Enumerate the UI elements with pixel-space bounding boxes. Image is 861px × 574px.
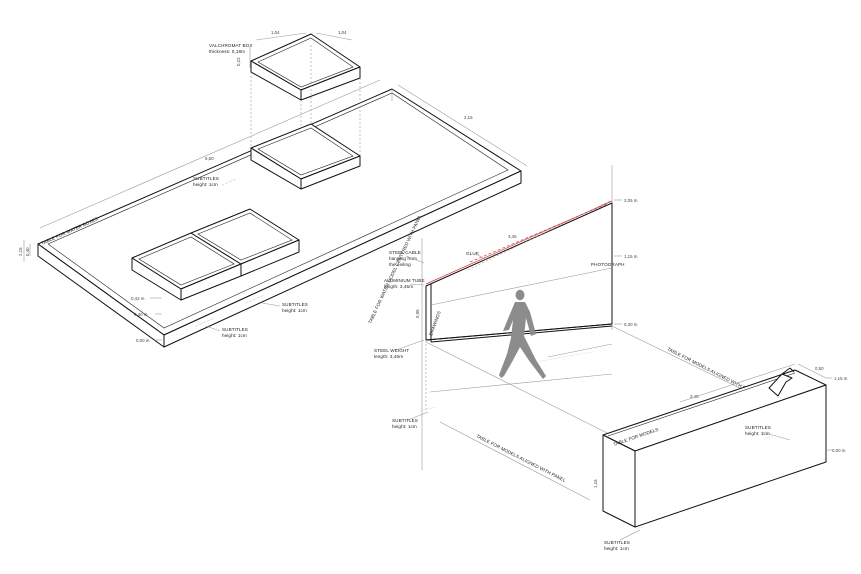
steel-weight-length-label: length: 3,45m [374, 354, 403, 359]
aluminium-tube-label: ALUMINIUM TUBE [384, 278, 425, 283]
hanging-from-label: hanging from [389, 256, 417, 261]
table-dimension-lines [23, 32, 528, 341]
subtitle-mark-1: — — — — [221, 177, 237, 187]
panel-length-dim: 3,45 [508, 234, 517, 239]
aluminium-length-label: length: 3,45m [384, 284, 413, 289]
height-label-3: height: 1cm [222, 333, 247, 338]
subtitles-label-2: SUBTITLES [282, 302, 308, 307]
dim-000-a: 0,00 m [136, 338, 150, 343]
height-label-6: height: 1cm [604, 546, 629, 551]
glue-label: GLUE [466, 251, 479, 256]
model-length-dim: 3,45 [690, 394, 699, 399]
subtitle-mark-5: - - - - - [763, 434, 773, 441]
steel-cable-label: STEEL CABLE [389, 250, 421, 255]
table-length-dim: 6,50 [205, 156, 214, 161]
the-ceiling-label: the ceiling [389, 262, 411, 267]
water-box-2 [131, 232, 242, 301]
height-label-2: height: 1cm [282, 308, 307, 313]
valchromat-box-hanging [250, 33, 361, 178]
level-115-dim-a: 1,15 m [624, 254, 638, 259]
box-width-dim: 1,04 [271, 30, 280, 35]
model-height-dim: 1,15 [593, 479, 598, 488]
panel-height-dim: 0,95 [415, 309, 420, 318]
subtitle-mark-2: — — — — — [245, 293, 265, 305]
box-height-dim: 0,22 [236, 57, 241, 66]
level-115-dim-b: 1,15 m [834, 376, 848, 381]
floor-note-2: - - - - - - - - - [419, 405, 436, 412]
valchromat-box-label: VALCHROMAT BOX [209, 43, 253, 48]
subtitles-label-6: SUBTITLES [604, 540, 630, 545]
table-models-aligned-label-2: TABLE FOR MODELS ALIGNED WITH PANEL [476, 433, 567, 483]
table-height-dim-1: 2,15 [18, 247, 23, 256]
dim-042: 0,42 m [131, 296, 145, 301]
subtitles-label-3: SUBTITLES [222, 327, 248, 332]
box-depth-dim: 1,04 [338, 30, 347, 35]
steel-weight-label: STEEL WEIGHT [374, 348, 409, 353]
level-030-dim: 0,30 m [624, 322, 638, 327]
model-width-dim: 0,50 [815, 366, 824, 371]
table-height-dim-2: 0,40 [25, 247, 30, 256]
human-figure-icon [499, 289, 546, 379]
subtitles-label-5: SUBTITLES [745, 425, 771, 430]
floor-note-1: - - - - - - - - - - - - - - - - - - - - … [539, 350, 593, 363]
water-box-1 [250, 123, 361, 190]
dim-040: 0,40 m [134, 312, 148, 317]
level-205-dim: 2,05 m [624, 198, 638, 203]
height-label-5: height: 1cm [745, 431, 770, 436]
height-label-4: height: 1cm [392, 424, 417, 429]
photograph-label: PHOTOGRAPH [591, 262, 625, 267]
height-label-1: height: 1cm [193, 182, 218, 187]
model-object-icon [768, 367, 795, 397]
subtitles-label-4: SUBTITLES [392, 418, 418, 423]
models-table [602, 369, 827, 528]
subtitle-mark-3: — — — — — [195, 316, 215, 328]
level-000-dim-b: 0,00 m [832, 448, 846, 453]
subtitles-label-1: SUBTITLES [193, 176, 219, 181]
subtitle-mark-6: - - - - - [635, 524, 645, 531]
valchromat-thickness-label: thickness: 0,18m [209, 49, 245, 54]
water-box-3 [190, 208, 300, 277]
table-width-dim: 2,15 [464, 115, 473, 120]
